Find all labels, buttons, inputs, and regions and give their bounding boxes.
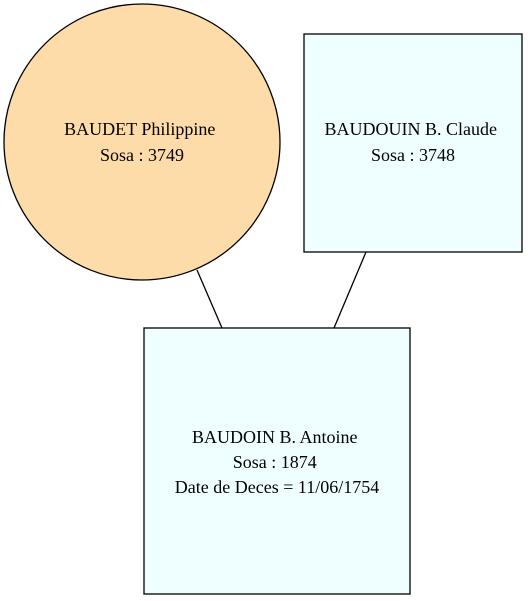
child-sosa-label: Sosa : 1874	[233, 452, 317, 472]
edge-mother-to-child	[196, 269, 223, 329]
person-node-mother[interactable]: BAUDET Philippine Sosa : 3749	[3, 3, 281, 281]
mother-name-label: BAUDET Philippine	[64, 119, 215, 139]
mother-node-shape	[3, 3, 281, 281]
svg-text:BAUDOUIN B. Claude Sosa: BAUDOUIN B. Claude Sosa : 3748	[325, 119, 502, 165]
svg-text:BAUDOIN B. Antoine Sosa: BAUDOIN B. Antoine Sosa : 1874 Date de D…	[175, 427, 379, 497]
father-node-shape	[303, 33, 523, 253]
svg-text:BAUDET Philippine Sosa :: BAUDET Philippine Sosa : 3749	[64, 119, 220, 165]
person-node-child[interactable]: BAUDOIN B. Antoine Sosa : 1874 Date de D…	[143, 327, 411, 595]
child-node-shape	[143, 327, 411, 595]
mother-sosa-label: Sosa : 3749	[100, 145, 184, 165]
child-death-date-label: Date de Deces = 11/06/1754	[175, 477, 379, 497]
person-node-father[interactable]: BAUDOUIN B. Claude Sosa : 3748	[303, 33, 523, 253]
edge-father-to-child	[333, 251, 367, 329]
father-sosa-label: Sosa : 3748	[371, 145, 455, 165]
father-name-label: BAUDOUIN B. Claude	[325, 119, 498, 139]
child-name-label: BAUDOIN B. Antoine	[192, 427, 358, 447]
